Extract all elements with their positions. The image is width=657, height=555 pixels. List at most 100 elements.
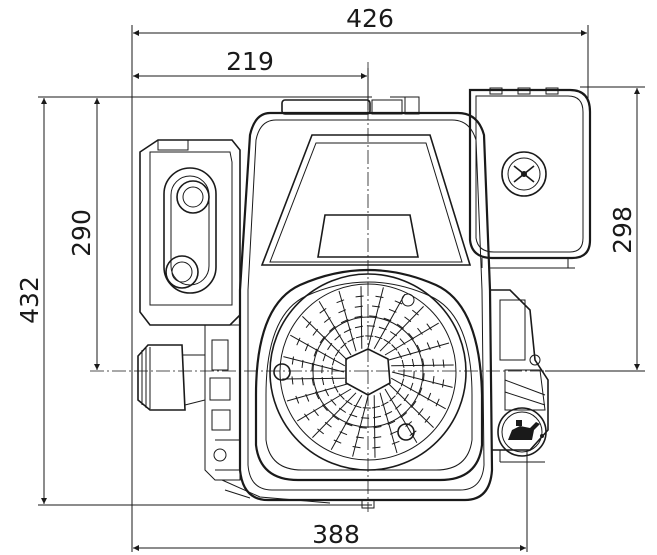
grille-tick: [424, 415, 431, 423]
flywheel-grille: [254, 268, 484, 482]
grille-tick: [358, 426, 367, 429]
grille-tick: [328, 325, 336, 332]
grille-tick: [389, 395, 396, 402]
grille-tick: [372, 405, 381, 409]
dim-label-tank-height: 298: [608, 206, 637, 254]
grille-spoke: [384, 388, 418, 443]
grille-tick: [391, 344, 398, 351]
grille-tick: [375, 295, 384, 298]
grille-tick: [338, 309, 347, 314]
grille-tick: [389, 331, 398, 337]
grille-tick: [404, 316, 412, 323]
grille-tick: [313, 348, 318, 357]
grille-tick: [369, 315, 378, 318]
grille-tick: [340, 318, 349, 324]
dim-label-shaft-height: 290: [67, 209, 96, 257]
grille-tick: [324, 388, 330, 397]
engine-side-block: [490, 289, 549, 451]
grille-spoke: [282, 377, 345, 380]
grille-tick: [303, 413, 310, 421]
grille-tick: [333, 385, 339, 393]
grille-tick: [389, 430, 398, 435]
grille-spoke: [390, 377, 446, 410]
grille-tick: [400, 412, 408, 419]
grille-tick: [354, 305, 363, 308]
grille-tick: [416, 344, 422, 353]
grille-tick: [336, 299, 345, 304]
grille-tick: [311, 362, 314, 371]
grille-tick: [409, 382, 414, 391]
dimension-base-width: 388: [133, 520, 526, 551]
fuel-tank: [281, 96, 420, 115]
grille-tick: [334, 349, 341, 357]
grille-spoke: [379, 392, 398, 454]
grille-tick: [409, 430, 417, 437]
grille-tick: [355, 335, 364, 339]
grille-tick: [327, 342, 333, 351]
grille-tick: [295, 395, 300, 404]
dimension-overall-height: 432: [15, 98, 47, 504]
grille-tick: [313, 409, 319, 417]
grille-tick: [373, 426, 382, 429]
dim-label-base-width: 388: [312, 520, 360, 549]
oil-can-icon: [497, 407, 547, 463]
grille-tick: [413, 370, 415, 379]
grille-tick: [340, 342, 347, 349]
grille-tick: [395, 403, 402, 410]
dim-label-overall-height: 432: [15, 276, 44, 324]
linkage-mechanism: [204, 324, 331, 504]
dim-label-overall-width: 426: [346, 4, 394, 33]
grille-tick: [349, 413, 358, 418]
grille-tick: [319, 336, 326, 344]
grille-tick: [435, 398, 440, 407]
grille-tick: [432, 376, 435, 385]
grille-tick: [321, 365, 323, 374]
grille-tick: [354, 315, 363, 318]
grille-tick: [401, 359, 405, 368]
grille-tick: [334, 334, 341, 341]
grille-tick: [436, 340, 441, 349]
grille-tick: [338, 407, 347, 413]
dimension-center-offset: 219: [133, 47, 367, 79]
grille-tick: [345, 399, 353, 406]
grille-tick: [410, 400, 417, 408]
grille-tick: [312, 328, 319, 336]
grille-tick: [322, 353, 327, 362]
grille-tick: [373, 436, 382, 439]
grille-tick: [339, 431, 348, 436]
grille-tick: [296, 337, 301, 346]
grille-tick: [321, 377, 325, 386]
grille-tick: [406, 347, 412, 356]
grille-spoke: [338, 290, 357, 352]
grille-tick: [411, 309, 419, 316]
grille-tick: [355, 436, 364, 439]
grille-tick: [381, 401, 389, 407]
grille-tick: [321, 404, 328, 412]
dim-label-center-offset: 219: [226, 47, 274, 76]
extension-lines: [38, 25, 645, 552]
grille-tick: [395, 387, 402, 395]
muffler: [139, 139, 241, 326]
grille-spoke: [318, 301, 352, 356]
grille-tick: [442, 359, 445, 368]
grille-spoke: [297, 388, 352, 422]
grille-tick: [403, 393, 409, 402]
grille-tick: [366, 325, 375, 327]
dimension-shaft-height: 290: [67, 98, 100, 370]
grille-tick: [427, 392, 432, 401]
grille-tick: [305, 393, 310, 402]
grille-spoke: [384, 322, 439, 356]
grille-tick: [354, 325, 363, 329]
grille-tick: [343, 328, 352, 334]
grille-tick: [417, 408, 424, 416]
grille-tick: [372, 305, 381, 308]
grille-spoke: [330, 394, 363, 450]
grille-tick: [418, 387, 423, 396]
grille-tick: [397, 351, 403, 359]
grille-tick: [387, 420, 396, 426]
grille-tick: [332, 414, 340, 421]
grille-tick: [384, 410, 393, 416]
grille-tick: [378, 326, 387, 331]
grille-tick: [411, 358, 415, 367]
